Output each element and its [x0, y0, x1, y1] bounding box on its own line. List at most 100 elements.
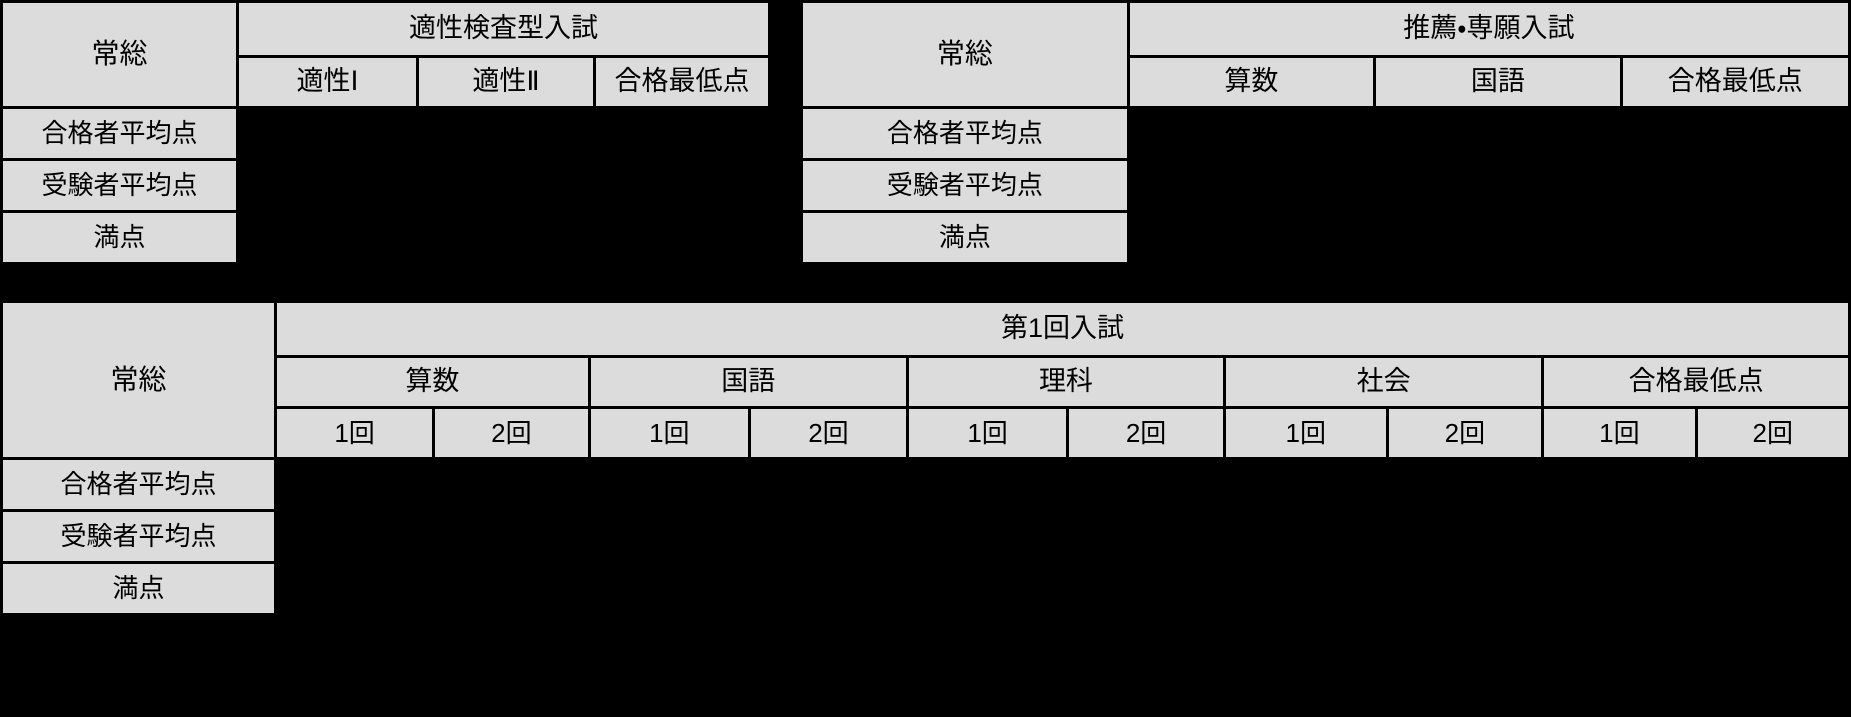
table-row: 1回 2回 1回 2回 1回 2回 1回 2回 1回 2回 [2, 406, 1851, 460]
row-header-examinee-average: 受験者平均点 [800, 158, 1130, 213]
data-cell [1619, 210, 1851, 265]
data-cell [1066, 509, 1226, 564]
data-cell [1385, 457, 1545, 512]
subject-header-min-passing-score: 合格最低点 [1541, 355, 1851, 409]
data-cell [587, 561, 751, 616]
data-cell [1222, 509, 1389, 564]
table-row: 適性Ⅰ 適性Ⅱ 合格最低点 [2, 55, 771, 109]
table-row: 合格者平均点 [0, 457, 1851, 512]
data-cell [1385, 509, 1545, 564]
data-cell [432, 509, 591, 564]
table-row: 合格者平均点 [800, 106, 1851, 161]
row-header-examinee-average: 受験者平均点 [0, 158, 239, 213]
table-row: 常総 第1回入試 [0, 300, 1851, 460]
data-cell [1619, 158, 1851, 213]
school-label: 常総 [800, 0, 1130, 109]
column-header-min-passing-score: 合格最低点 [593, 55, 771, 109]
data-cell [1373, 158, 1623, 213]
row-header-full-marks: 満点 [800, 210, 1130, 265]
subject-header-japanese: 国語 [587, 355, 909, 409]
data-cell [432, 457, 591, 512]
data-cell [1222, 457, 1389, 512]
table-row: 満点 [0, 561, 1851, 616]
data-cell [416, 158, 596, 213]
column-header-min-passing-score: 合格最低点 [1619, 55, 1851, 109]
exam-title: 第1回入試 [274, 300, 1851, 358]
column-header-tekisei-1: 適性Ⅰ [236, 55, 419, 109]
table-row: 受験者平均点 [0, 158, 771, 213]
data-cell [1619, 106, 1851, 161]
table-row: 受験者平均点 [0, 509, 1851, 564]
row-header-full-marks: 満点 [0, 210, 239, 265]
row-header-passer-average: 合格者平均点 [0, 106, 239, 161]
attempt-header: 1回 [905, 406, 1070, 460]
data-cell [747, 509, 909, 564]
attempt-header: 2回 [1066, 406, 1226, 460]
table-row: 常総 適性検査型入試 [0, 0, 771, 109]
attempt-header: 1回 [1541, 406, 1698, 460]
table-row: 満点 [800, 210, 1851, 265]
data-cell [1373, 210, 1623, 265]
data-cell [1126, 106, 1377, 161]
data-cell [1385, 561, 1545, 616]
attempt-header: 2回 [1385, 406, 1545, 460]
data-cell [593, 106, 771, 161]
row-header-full-marks: 満点 [0, 561, 278, 616]
table-row: 常総 推薦・専願入試 [800, 0, 1851, 109]
school-label: 常総 [0, 0, 239, 109]
attempt-header: 2回 [747, 406, 909, 460]
data-cell [747, 561, 909, 616]
data-cell [1126, 158, 1377, 213]
attempt-header: 1回 [1222, 406, 1389, 460]
table-tekisei-exam: 常総 適性検査型入試 適性Ⅰ 適性Ⅱ 合格最低点 合格者平均点 受験者平均点 満… [0, 0, 771, 265]
table-dai1-exam: 常総 第1回入試 算数 国語 理科 社会 合格最低点 1回 2回 1回 2回 1… [0, 300, 1851, 616]
data-cell [416, 210, 596, 265]
table-suisen-exam: 常総 推薦・専願入試 算数 国語 合格最低点 合格者平均点 受験者平均点 満点 [800, 0, 1851, 265]
attempt-header: 2回 [1694, 406, 1851, 460]
data-cell [1222, 561, 1389, 616]
data-cell [1066, 457, 1226, 512]
data-cell [236, 158, 419, 213]
row-header-examinee-average: 受験者平均点 [0, 509, 278, 564]
attempt-header: 1回 [587, 406, 751, 460]
attempt-header: 2回 [432, 406, 591, 460]
row-header-passer-average: 合格者平均点 [0, 457, 278, 512]
table-row: 受験者平均点 [800, 158, 1851, 213]
data-cell [1541, 509, 1698, 564]
data-cell [747, 457, 909, 512]
data-cell [236, 106, 419, 161]
data-cell [274, 561, 436, 616]
row-header-passer-average: 合格者平均点 [800, 106, 1130, 161]
column-header-math: 算数 [1126, 55, 1377, 109]
data-cell [587, 509, 751, 564]
data-cell [1694, 561, 1851, 616]
data-cell [274, 457, 436, 512]
table-row: 算数 国語 理科 社会 合格最低点 [2, 355, 1851, 409]
data-cell [905, 457, 1070, 512]
data-cell [236, 210, 419, 265]
subject-header-math: 算数 [274, 355, 591, 409]
subject-header-science: 理科 [905, 355, 1226, 409]
subject-header-social-studies: 社会 [1222, 355, 1545, 409]
data-cell [1373, 106, 1623, 161]
data-cell [593, 210, 771, 265]
data-cell [1694, 457, 1851, 512]
data-cell [587, 457, 751, 512]
data-cell [905, 509, 1070, 564]
data-cell [1066, 561, 1226, 616]
school-label: 常総 [0, 300, 278, 460]
data-cell [1541, 457, 1698, 512]
data-cell [905, 561, 1070, 616]
column-header-tekisei-2: 適性Ⅱ [416, 55, 596, 109]
data-cell [432, 561, 591, 616]
table-row: 算数 国語 合格最低点 [802, 55, 1851, 109]
data-cell [1694, 509, 1851, 564]
exam-title: 適性検査型入試 [236, 0, 771, 58]
data-cell [1126, 210, 1377, 265]
column-header-japanese: 国語 [1373, 55, 1623, 109]
data-cell [274, 509, 436, 564]
table-row: 合格者平均点 [0, 106, 771, 161]
data-cell [1541, 561, 1698, 616]
data-cell [593, 158, 771, 213]
table-row: 満点 [0, 210, 771, 265]
